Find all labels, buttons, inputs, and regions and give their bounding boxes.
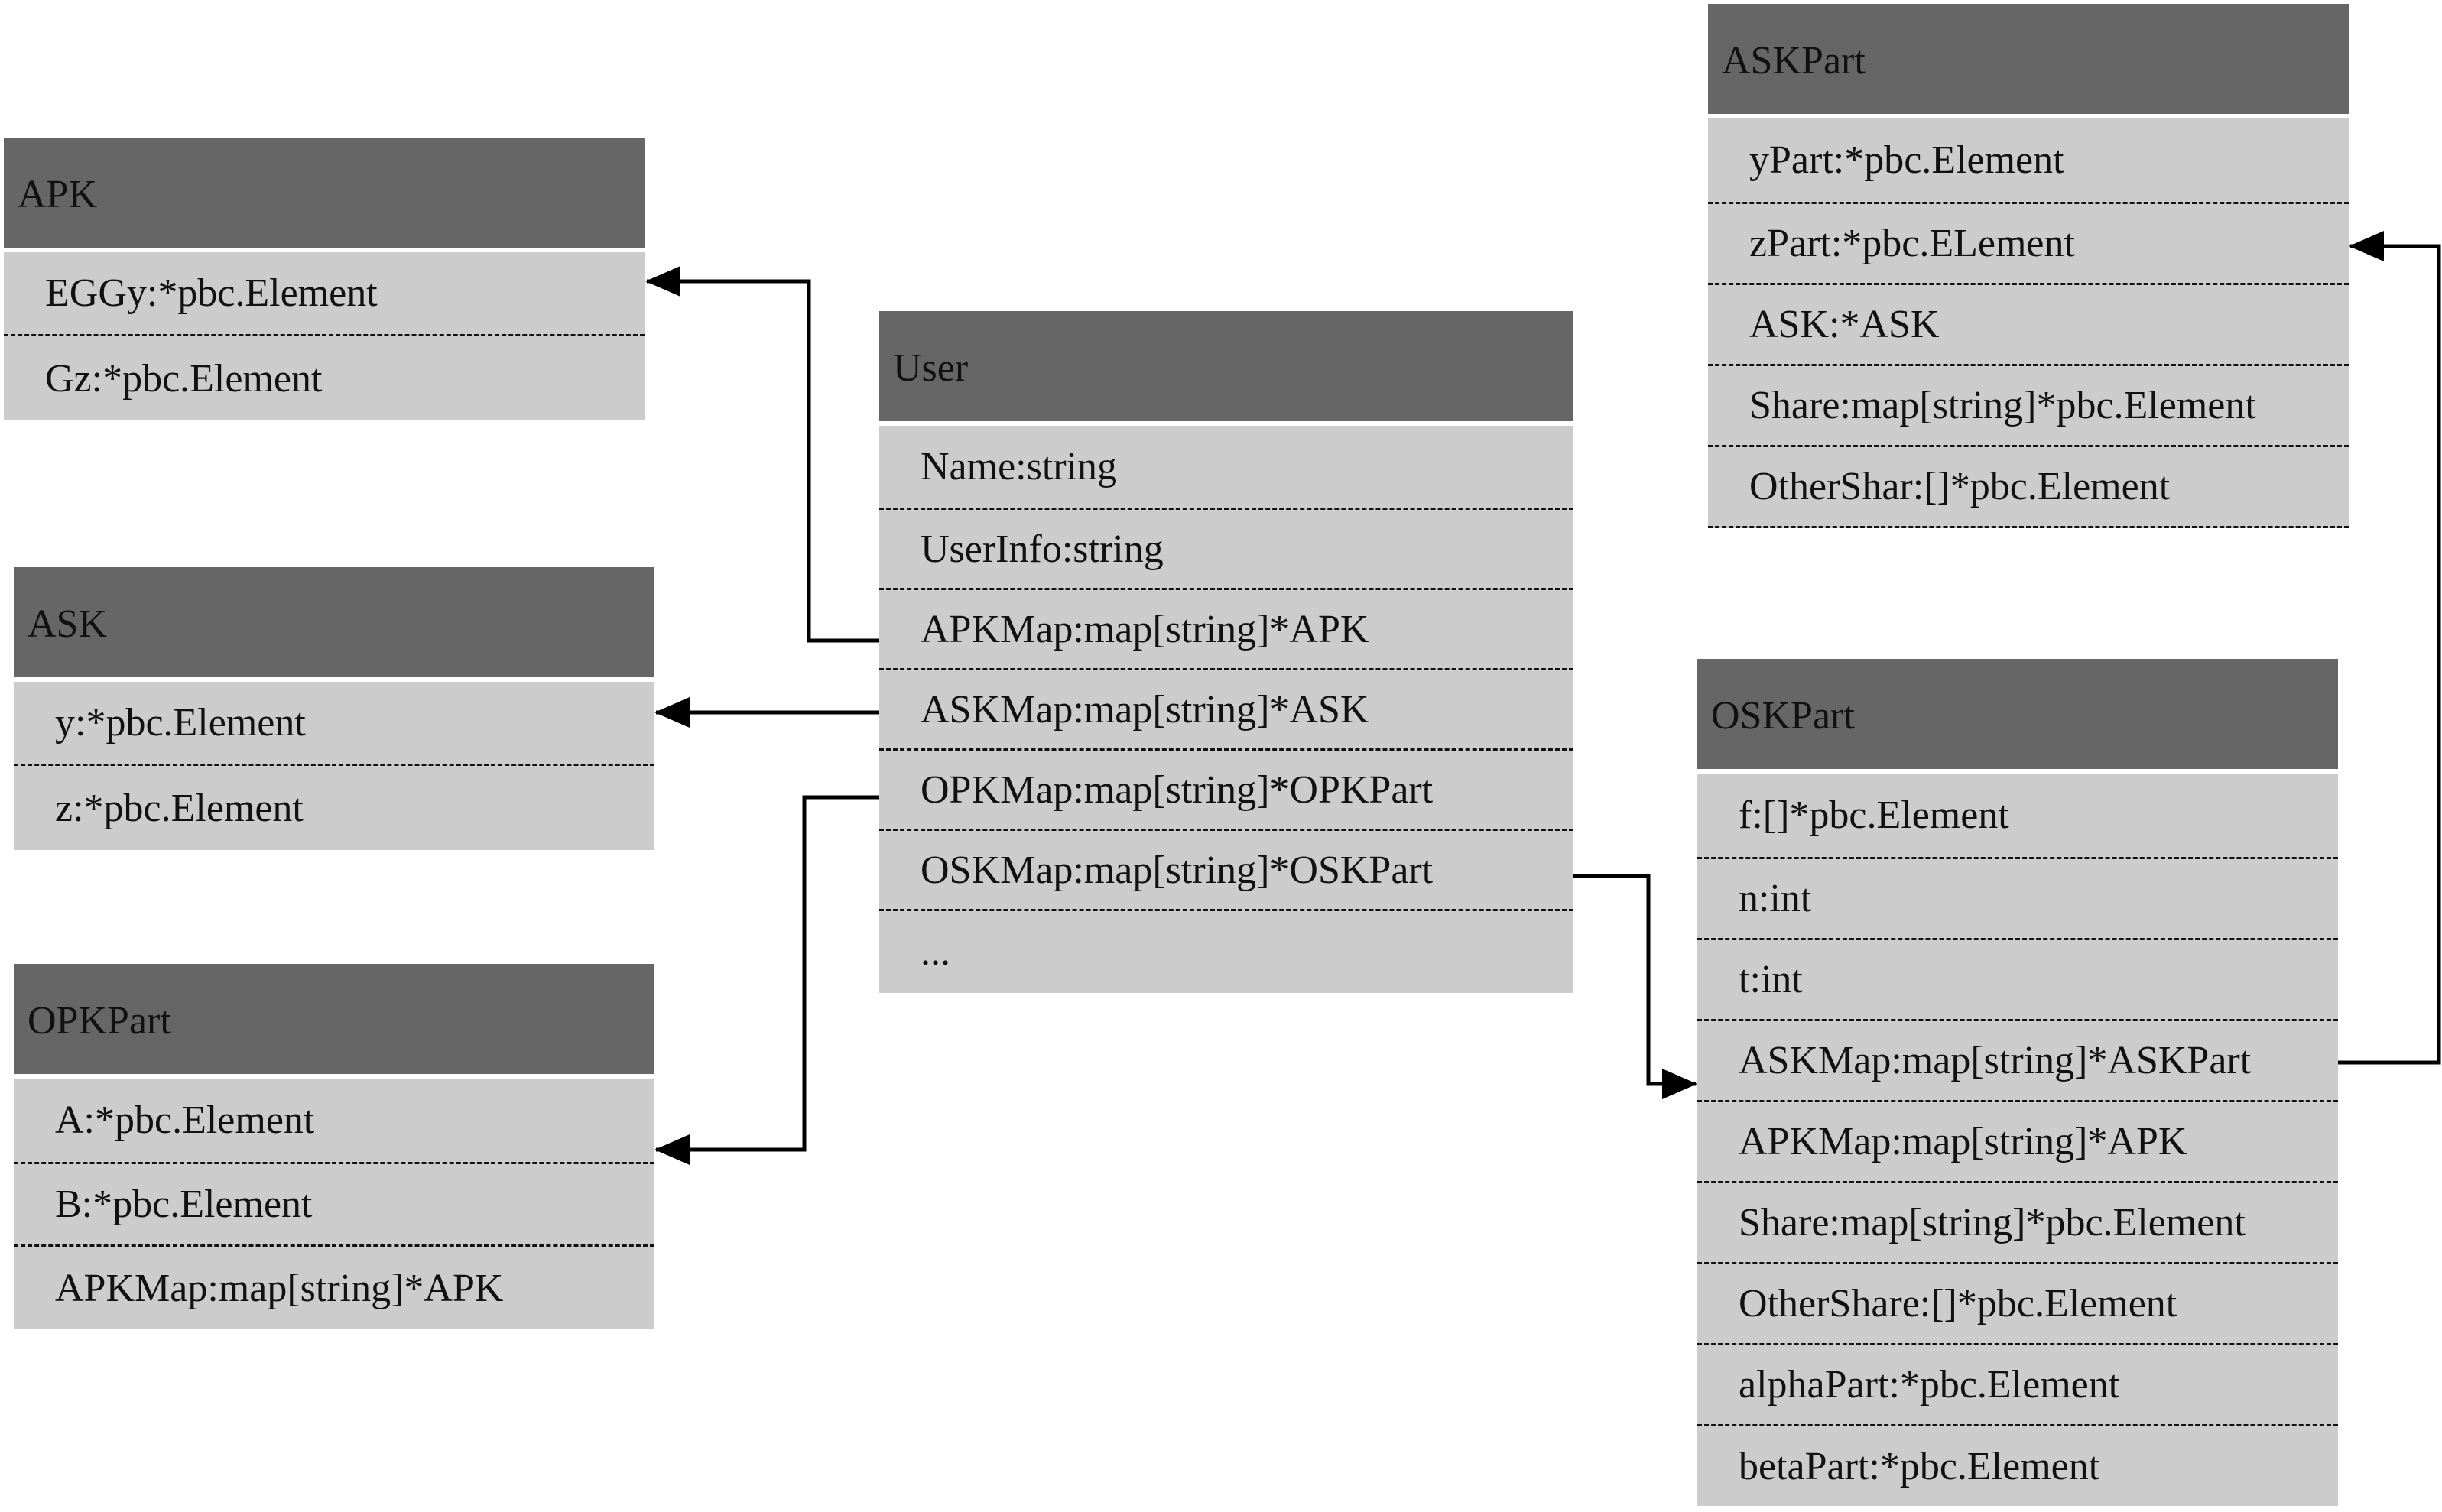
apk-class-box: APK EGGy:*pbc.Element Gz:*pbc.Element <box>4 138 645 420</box>
oskpart-field: t:int <box>1697 940 2338 1021</box>
user-field-ellipsis: ... <box>921 930 950 974</box>
oskpart-field: ASKMap:map[string]*ASKPart <box>1697 1021 2338 1102</box>
opkpart-class-fields: A:*pbc.Element B:*pbc.Element APKMap:map… <box>14 1079 654 1329</box>
oskpart-field: OtherShare:[]*pbc.Element <box>1697 1264 2338 1345</box>
opkpart-class-title: OPKPart <box>14 964 654 1079</box>
apk-field: Gz:*pbc.Element <box>45 356 323 401</box>
ask-field: z:*pbc.Element <box>55 786 304 830</box>
oskpart-class-fields: f:[]*pbc.Element n:int t:int ASKMap:map[… <box>1697 774 2338 1506</box>
opkpart-field: A:*pbc.Element <box>14 1079 654 1164</box>
askpart-field: yPart:*pbc.Element <box>1708 118 2349 204</box>
user-field: APKMap:map[string]*APK <box>879 590 1573 670</box>
oskpart-class-title: OSKPart <box>1697 659 2338 774</box>
connector-oskpart-askmap-to-askpart <box>2338 231 2441 1065</box>
opkpart-field: APKMap:map[string]*APK <box>55 1266 504 1310</box>
user-class-box: User Name:string UserInfo:string APKMap:… <box>879 311 1573 993</box>
oskpart-field: f:[]*pbc.Element <box>1697 774 2338 859</box>
ask-class-title: ASK <box>14 567 654 682</box>
oskpart-class-box: OSKPart f:[]*pbc.Element n:int t:int ASK… <box>1697 659 2338 1506</box>
askpart-class-fields: yPart:*pbc.Element zPart:*pbc.ELement AS… <box>1708 118 2349 528</box>
apk-class-fields: EGGy:*pbc.Element Gz:*pbc.Element <box>4 252 645 420</box>
oskpart-field: betaPart:*pbc.Element <box>1739 1444 2100 1488</box>
opkpart-field: B:*pbc.Element <box>14 1164 654 1247</box>
user-field: OSKMap:map[string]*OSKPart <box>879 831 1573 911</box>
askpart-field: zPart:*pbc.ELement <box>1708 204 2349 285</box>
user-field: OPKMap:map[string]*OPKPart <box>879 751 1573 831</box>
askpart-field: OtherShar:[]*pbc.Element <box>1708 447 2349 528</box>
apk-field: EGGy:*pbc.Element <box>4 252 645 336</box>
connector-user-opkmap-to-opkpart <box>654 795 879 1165</box>
askpart-field: Share:map[string]*pbc.Element <box>1708 366 2349 447</box>
connector-user-apkmap-to-apk <box>645 266 879 643</box>
user-field: ASKMap:map[string]*ASK <box>879 670 1573 751</box>
askpart-class-box: ASKPart yPart:*pbc.Element zPart:*pbc.EL… <box>1708 4 2349 528</box>
opkpart-class-box: OPKPart A:*pbc.Element B:*pbc.Element AP… <box>14 964 654 1329</box>
ask-class-box: ASK y:*pbc.Element z:*pbc.Element <box>14 567 654 850</box>
oskpart-field: Share:map[string]*pbc.Element <box>1697 1183 2338 1264</box>
connector-user-oskmap-to-oskpart <box>1573 874 1697 1099</box>
user-field: UserInfo:string <box>879 510 1573 590</box>
ask-class-fields: y:*pbc.Element z:*pbc.Element <box>14 682 654 850</box>
askpart-class-title: ASKPart <box>1708 4 2349 118</box>
oskpart-field: alphaPart:*pbc.Element <box>1697 1345 2338 1426</box>
user-class-fields: Name:string UserInfo:string APKMap:map[s… <box>879 426 1573 993</box>
oskpart-field: n:int <box>1697 859 2338 940</box>
apk-class-title: APK <box>4 138 645 252</box>
user-field: Name:string <box>879 426 1573 510</box>
user-class-title: User <box>879 311 1573 426</box>
ask-field: y:*pbc.Element <box>14 682 654 766</box>
askpart-field: ASK:*ASK <box>1708 285 2349 366</box>
oskpart-field: APKMap:map[string]*APK <box>1697 1102 2338 1183</box>
